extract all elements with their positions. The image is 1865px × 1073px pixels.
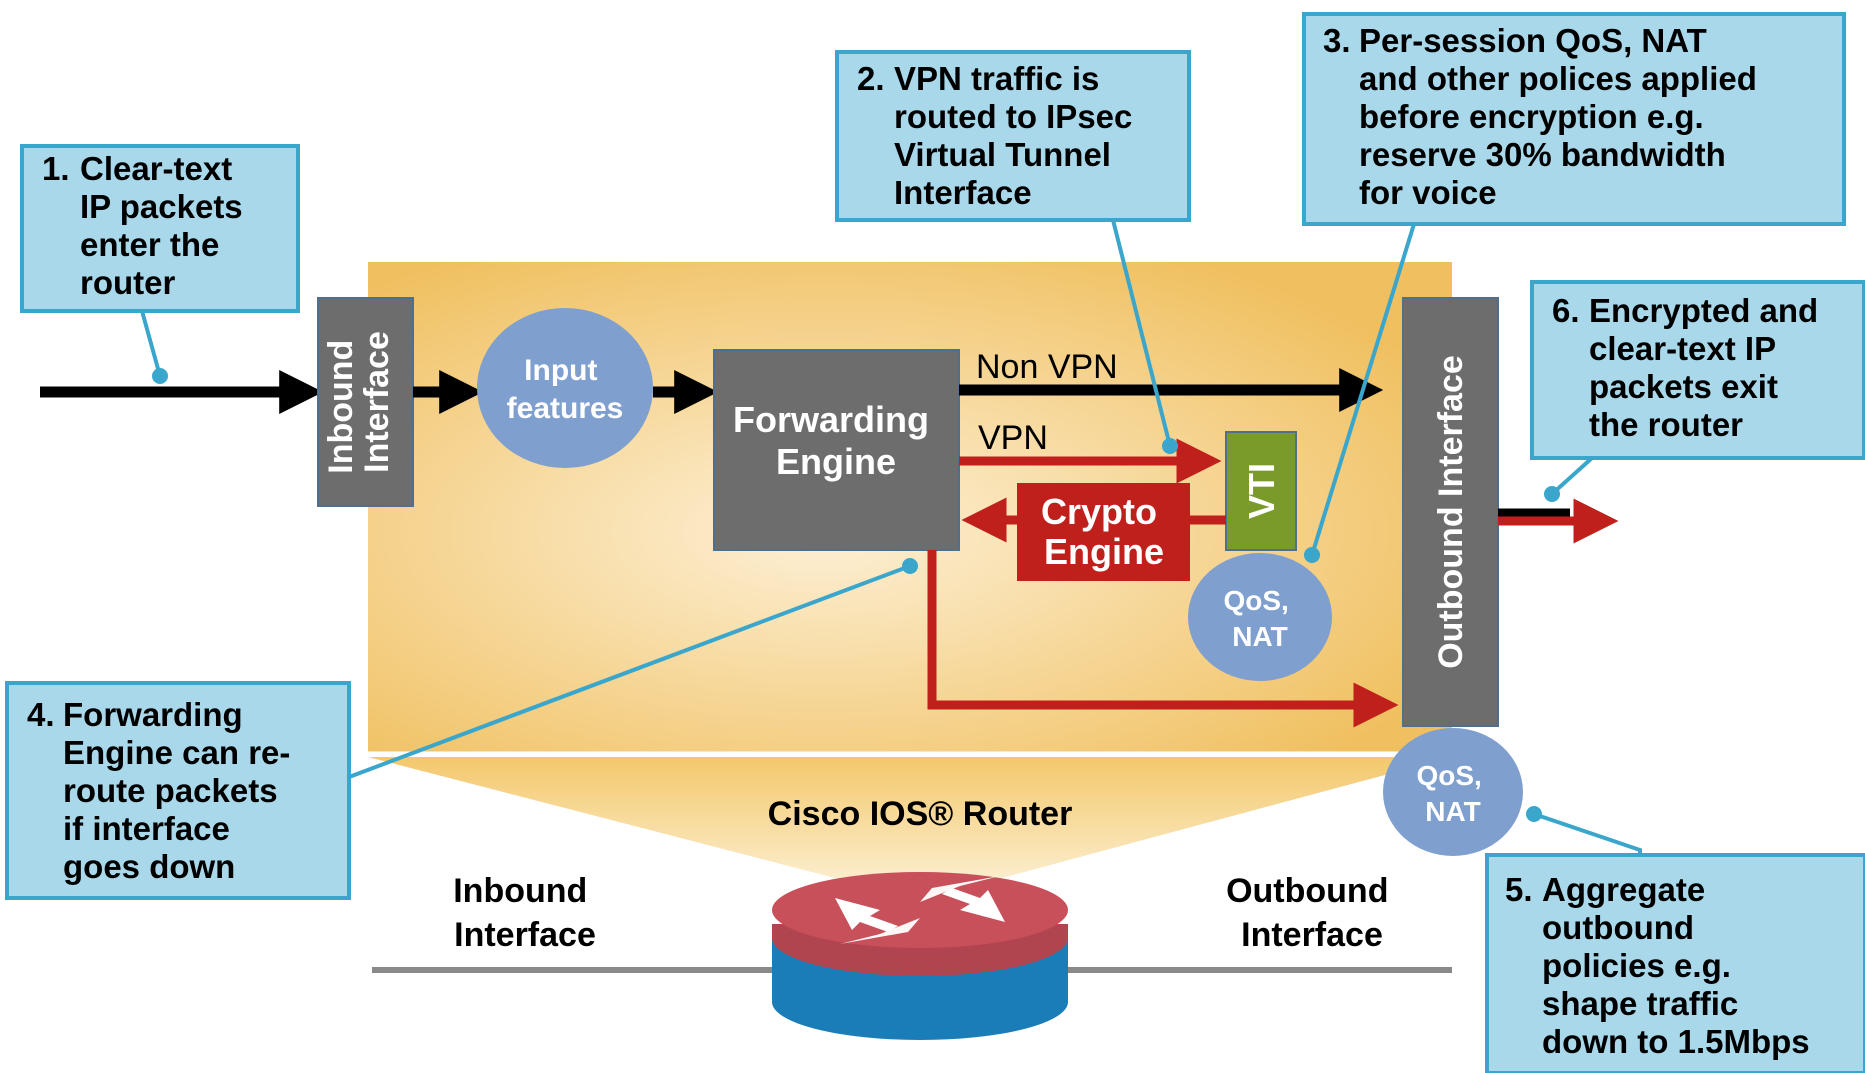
vpn-label: VPN <box>978 419 1048 457</box>
qos-nat-aggregate-circle <box>1383 728 1523 856</box>
bottom-outbound-label: Outbound Interface <box>1226 872 1398 954</box>
qos-nat-session-label: QoS, NAT <box>1223 585 1296 652</box>
callout-2-dot <box>1162 438 1178 454</box>
inbound-interface-label: Inbound Interface <box>322 330 396 474</box>
callout-3-leader <box>1310 223 1416 556</box>
svg-text:5.: 5. <box>1505 871 1533 908</box>
callout-1-leader <box>140 310 162 377</box>
svg-text:Clear-text IP packets: Clear-text IP packets enter the router <box>80 150 252 301</box>
callout-3: 3. Per-session QoS, NAT and other police… <box>1302 12 1846 226</box>
router-caption: Cisco IOS® Router <box>768 795 1073 833</box>
qos-nat-session-circle <box>1188 553 1332 681</box>
callout-6-leader <box>1550 456 1594 496</box>
callout-4-dot <box>902 558 918 574</box>
qos-nat-aggregate-label: QoS, NAT <box>1416 760 1489 827</box>
callout-1-dot <box>152 368 168 384</box>
callout-2: 2. VPN traffic is routed to IPsec Virtua… <box>835 50 1191 222</box>
zoom-fan <box>368 757 1452 900</box>
crypto-engine-box <box>1017 483 1190 581</box>
svg-text:Encrypted and clear-text: Encrypted and clear-text IP packets exit… <box>1589 292 1827 443</box>
callout-5: 5. Aggregate outbound policies e.g. shap… <box>1485 853 1865 1073</box>
vti-box <box>1225 431 1297 551</box>
callout-1: 1. Clear-text IP packets enter the route… <box>20 144 300 313</box>
svg-text:Aggregate outbound: Aggregate outbound policies e.g. shape t… <box>1542 871 1810 1060</box>
svg-text:VPN traffic is routed to: VPN traffic is routed to IPsec Virtual T… <box>894 60 1142 211</box>
inbound-interface-box <box>317 297 414 507</box>
callout-2-leader <box>1111 219 1172 447</box>
callout-4: 4. Forwarding Engine can re- route packe… <box>5 681 351 900</box>
vti-label: VTI <box>1241 463 1282 519</box>
reroute-path <box>927 550 1399 728</box>
callout-4-leader <box>348 564 911 779</box>
outbound-interface-label: Outbound Interface <box>1432 355 1470 669</box>
callout-6: 6. Encrypted and clear-text IP packets e… <box>1530 280 1865 460</box>
callout-5-dot <box>1526 806 1542 822</box>
callout-5-leader <box>1533 812 1642 855</box>
callout-6-dot <box>1544 486 1560 502</box>
non-vpn-label: Non VPN <box>976 348 1118 386</box>
svg-text:2.: 2. <box>857 60 885 97</box>
bottom-inbound-label: Inbound Interface <box>453 872 597 954</box>
svg-text:Forwarding Engine can re: Forwarding Engine can re- route packets … <box>63 696 300 885</box>
svg-text:1.: 1. <box>42 150 70 187</box>
input-features-label: Input features <box>507 354 624 425</box>
callout-3-dot <box>1304 547 1320 563</box>
crypto-engine-label: Crypto Engine <box>1041 491 1167 572</box>
svg-text:3.: 3. <box>1323 22 1351 59</box>
input-features-circle <box>477 308 653 468</box>
svg-text:4.: 4. <box>27 696 55 733</box>
forwarding-engine-label: Forwarding Engine <box>733 399 939 482</box>
router-icon <box>772 872 1068 1040</box>
forwarding-engine-box <box>713 349 960 551</box>
svg-text:Per-session QoS, NAT and: Per-session QoS, NAT and other polices a… <box>1359 22 1766 211</box>
svg-text:6.: 6. <box>1552 292 1580 329</box>
